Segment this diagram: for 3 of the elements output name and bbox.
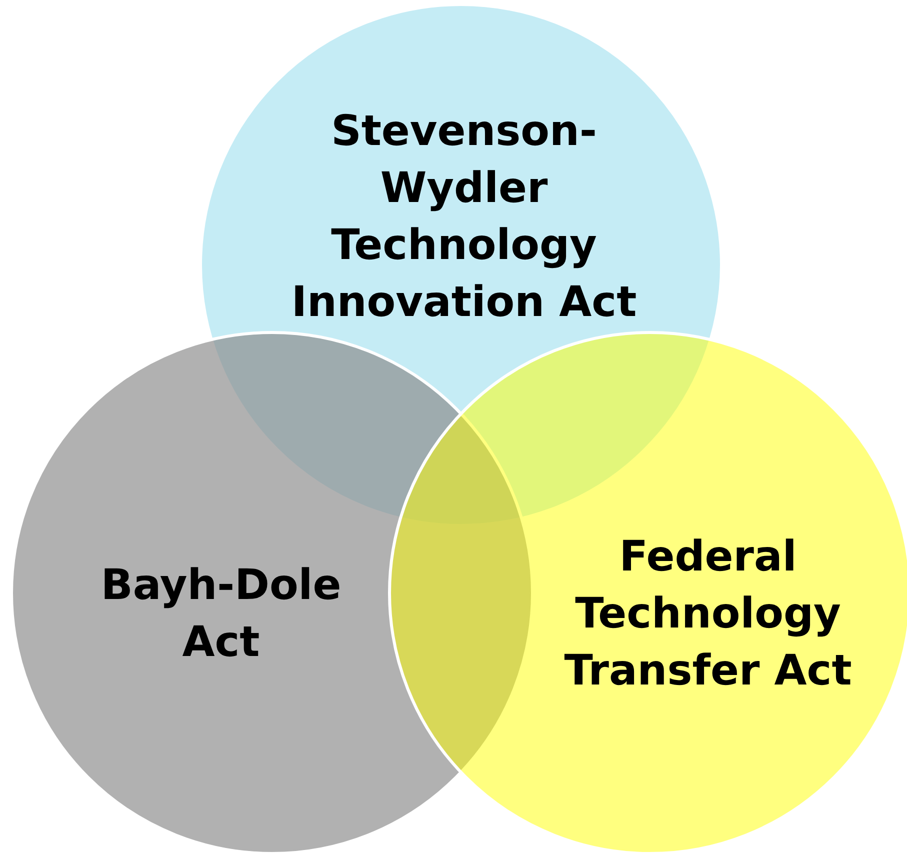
circle-label: Bayh-Dole Act — [100, 559, 342, 668]
circle-label: Stevenson-Wydler Technology Innovation Act — [290, 105, 638, 328]
circle-label: Federal Technology Transfer Act — [563, 530, 853, 696]
